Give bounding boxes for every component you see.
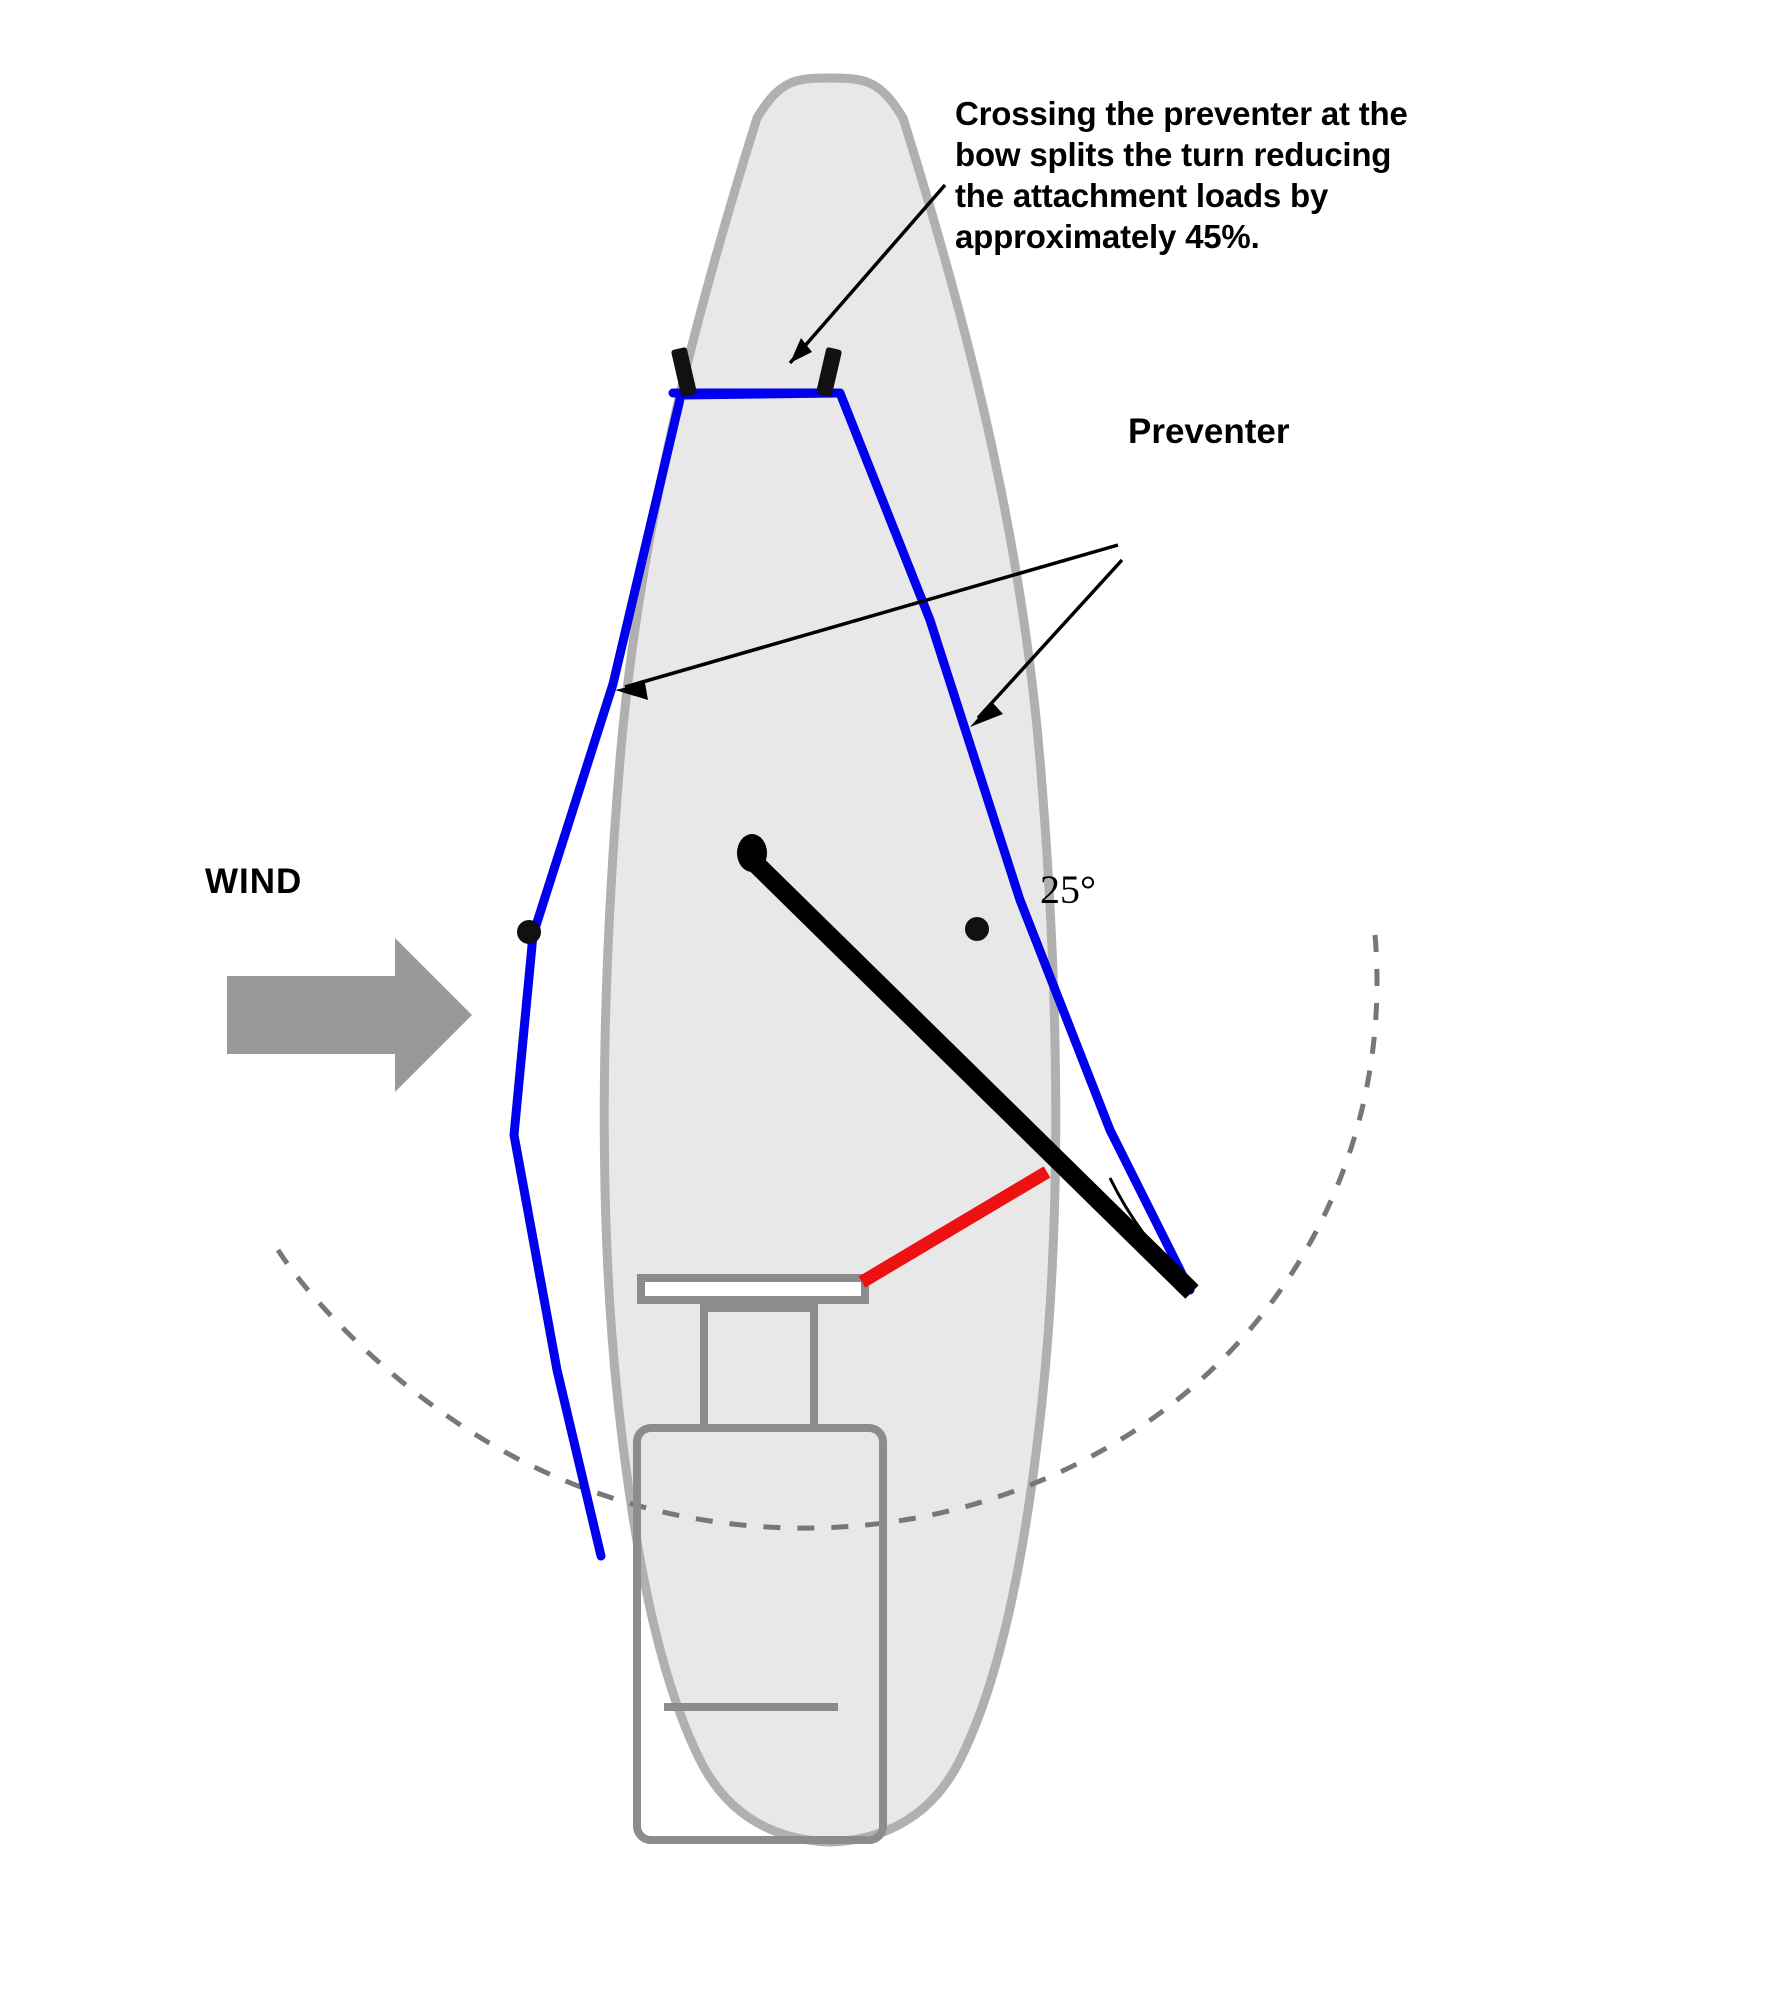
preventer-leader-port — [615, 543, 1119, 700]
wind-label: WIND — [205, 862, 303, 901]
boom-angle-label: 25° — [1040, 867, 1096, 912]
bow-fitting-port — [671, 347, 697, 397]
mast — [737, 834, 767, 872]
turning-block-port — [517, 920, 541, 944]
callout-leader — [788, 183, 947, 365]
angle-arc — [1108, 1177, 1190, 1287]
callout-note: Crossing the preventer at the bow splits… — [955, 95, 1408, 255]
turning-block-starboard — [965, 917, 989, 941]
boom — [747, 855, 1199, 1299]
preventer-starboard — [668, 388, 1195, 1295]
hull-shape — [599, 73, 1061, 1847]
wind-arrow — [227, 938, 472, 1092]
bow-fitting-starboard — [816, 347, 842, 397]
vang — [858, 1166, 1051, 1288]
preventer-leader-starboard — [970, 558, 1124, 727]
swing-arc — [275, 934, 1380, 1531]
traveler — [637, 1274, 869, 1304]
cockpit — [633, 1424, 887, 1844]
preventer-label: Preventer — [1128, 412, 1290, 451]
